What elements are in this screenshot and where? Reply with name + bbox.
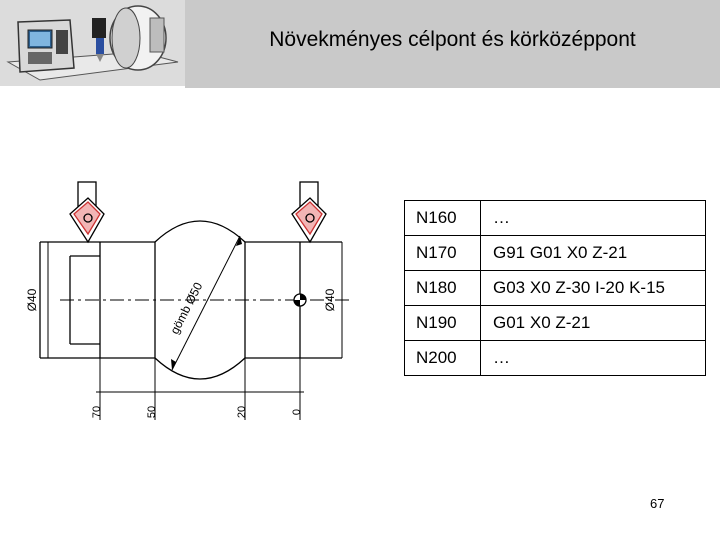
page-number: 67 — [650, 496, 665, 511]
block-code: … — [480, 340, 706, 376]
left-diameter-label: Ø40 — [25, 288, 39, 311]
table-row: N190 G01 X0 Z-21 — [404, 305, 706, 341]
block-code: G91 G01 X0 Z-21 — [480, 235, 706, 271]
block-number: N180 — [404, 270, 481, 306]
header-divider — [0, 86, 185, 88]
block-number: N160 — [404, 200, 481, 236]
block-number: N170 — [404, 235, 481, 271]
dim-20: 20 — [236, 406, 248, 418]
table-row: N170 G91 G01 X0 Z-21 — [404, 235, 706, 271]
table-row: N180 G03 X0 Z-30 I-20 K-15 — [404, 270, 706, 306]
sphere-label: gömb Ø50 — [167, 280, 205, 337]
right-tool-icon — [291, 181, 327, 244]
nc-program-table: N160 … N170 G91 G01 X0 Z-21 N180 G03 X0 … — [404, 200, 706, 376]
dim-0: 0 — [291, 409, 303, 415]
header-bar: Növekményes célpont és körközéppont — [0, 0, 720, 88]
cnc-machine-logo — [6, 5, 179, 81]
table-row: N200 … — [404, 340, 706, 376]
origin-marker-icon — [293, 293, 307, 307]
block-code: G03 X0 Z-30 I-20 K-15 — [480, 270, 706, 306]
table-row: N160 … — [404, 200, 706, 236]
right-diameter-label: Ø40 — [323, 288, 337, 311]
block-code: … — [480, 200, 706, 236]
block-code: G01 X0 Z-21 — [480, 305, 706, 341]
dim-50: 50 — [146, 406, 158, 418]
block-number: N190 — [404, 305, 481, 341]
block-number: N200 — [404, 340, 481, 376]
technical-drawing: Ø40 Ø40 gömb Ø50 70 50 20 0 — [25, 181, 350, 420]
page-title: Növekményes célpont és körközéppont — [269, 28, 636, 51]
dim-70: 70 — [91, 406, 103, 418]
left-tool-icon — [69, 181, 105, 244]
